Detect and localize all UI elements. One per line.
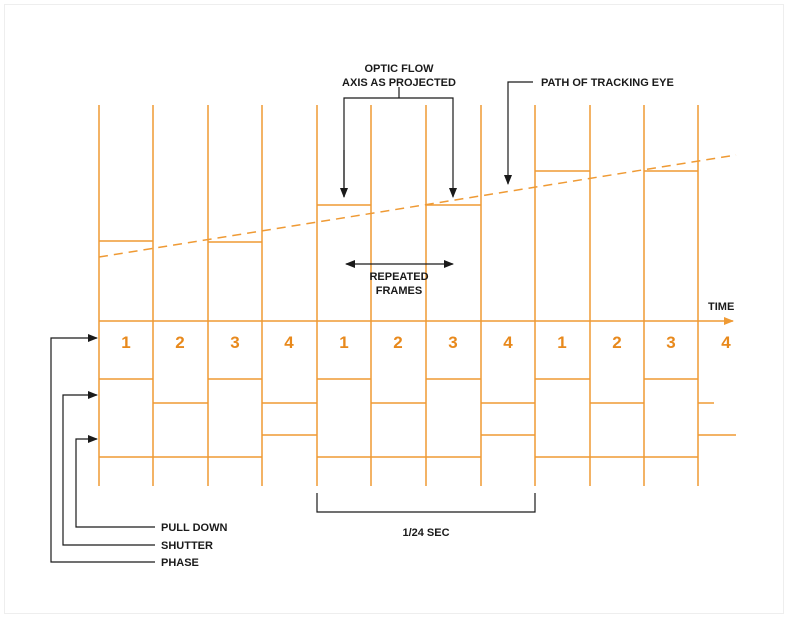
tracking-eye-pointer (504, 81, 533, 185)
phase-number: 4 (284, 333, 294, 352)
phase-number: 2 (612, 333, 621, 352)
pull-down-label: PULL DOWN (161, 522, 227, 534)
tracking-eye-label: PATH OF TRACKING EYE (541, 77, 674, 89)
phase-number: 3 (666, 333, 675, 352)
tracking-eye-path (98, 154, 737, 258)
interval-label: 1/24 SEC (402, 527, 449, 539)
optic-flow-label-line1: OPTIC FLOW (364, 63, 434, 75)
frame-dividers (98, 105, 699, 486)
phase-leader (50, 334, 155, 563)
optic-flow-label-line2: AXIS AS PROJECTED (342, 77, 456, 89)
phase-number: 1 (557, 333, 566, 352)
phase-number: 1 (121, 333, 130, 352)
phase-number: 3 (448, 333, 457, 352)
shutter-leader (62, 391, 155, 546)
diagram-border (4, 4, 784, 614)
optic-flow-bracket (340, 87, 457, 198)
phase-numbers: 1 2 3 4 1 2 3 4 1 2 3 4 (121, 333, 731, 352)
phase-number: 2 (175, 333, 184, 352)
projected-frame-steps (99, 170, 698, 243)
pull-down-leader (75, 435, 155, 528)
phase-label: PHASE (161, 557, 199, 569)
phase-number: 4 (721, 333, 731, 352)
phase-number: 4 (503, 333, 513, 352)
repeated-frames-line1: REPEATED (369, 271, 428, 283)
shutter-steps (99, 378, 736, 436)
shutter-label: SHUTTER (161, 540, 213, 552)
phase-number: 2 (393, 333, 402, 352)
phase-number: 1 (339, 333, 348, 352)
time-axis-label: TIME (708, 301, 734, 313)
interval-bracket (316, 493, 536, 513)
phase-number: 3 (230, 333, 239, 352)
repeated-frames-line2: FRAMES (376, 285, 422, 297)
